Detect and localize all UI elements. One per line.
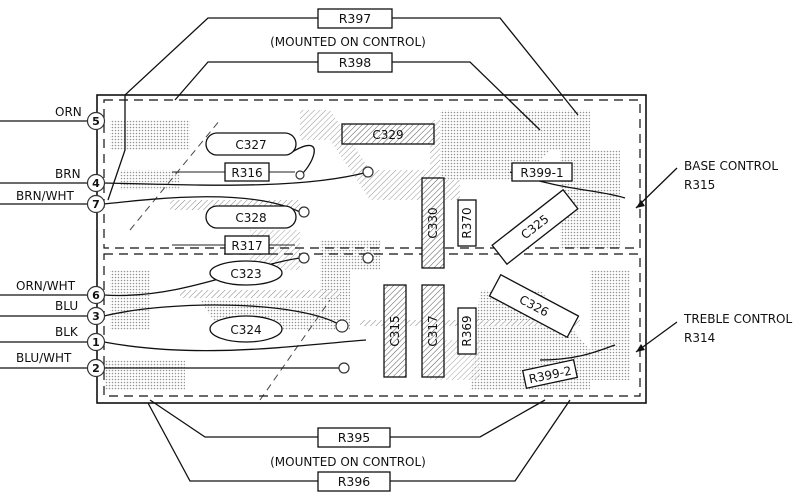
treble-control-outline [103, 253, 641, 397]
wire-label-orn: ORN [55, 105, 82, 119]
r317-label: R317 [231, 239, 262, 253]
capacitor-c327: C327 [205, 132, 297, 156]
pin-7: 7 [92, 198, 100, 211]
r370-label: R370 [460, 207, 474, 238]
wire-label-blu-wht: BLU/WHT [16, 351, 72, 365]
c330-label: C330 [426, 207, 440, 238]
resistor-r369: R369 [457, 307, 477, 355]
capacitor-c325: C325 [491, 188, 579, 266]
capacitor-c328: C328 [205, 205, 297, 229]
external-resistor-leads [107, 17, 579, 482]
mounted-note-bottom: (MOUNTED ON CONTROL) [270, 455, 426, 469]
wire-7: BRN/WHT 7 [16, 189, 106, 214]
wire-3: BLU 3 [55, 299, 106, 326]
c329-label: C329 [372, 128, 403, 142]
capacitor-c315: C315 [383, 284, 407, 378]
wire-4: BRN 4 [55, 167, 106, 193]
resistor-r398: R398 [317, 52, 393, 73]
resistor-r395: R395 [317, 427, 391, 448]
base-control-outline [103, 99, 641, 249]
r316-label: R316 [231, 166, 262, 180]
c328-label: C328 [235, 211, 266, 225]
solder-pads [295, 166, 374, 374]
wire-5: ORN 5 [55, 105, 106, 131]
wire-label-blk: BLK [55, 325, 79, 339]
resistor-r397: R397 [317, 8, 393, 29]
resistor-r399-1: R399-1 [511, 162, 573, 182]
resistor-r317: R317 [172, 235, 295, 255]
c324-label: C324 [230, 323, 261, 337]
wire-label-brn-wht: BRN/WHT [16, 189, 74, 203]
pin-5: 5 [92, 115, 100, 128]
resistor-r370: R370 [457, 199, 477, 247]
resistor-r399-2: R399-2 [521, 359, 579, 389]
capacitor-c329: C329 [341, 123, 435, 145]
wire-2: BLU/WHT 2 [16, 351, 106, 378]
mounted-note-top: (MOUNTED ON CONTROL) [270, 35, 426, 49]
r397-label: R397 [339, 11, 372, 26]
capacitor-c317: C317 [421, 284, 445, 378]
pin-2: 2 [92, 362, 100, 375]
c323-label: C323 [230, 267, 261, 281]
base-control-ref: R315 [684, 178, 715, 192]
pin-3: 3 [92, 310, 100, 323]
c315-label: C315 [388, 315, 402, 346]
pin-4: 4 [92, 177, 100, 190]
treble-control-callout: TREBLE CONTROL R314 [635, 312, 792, 353]
treble-control-ref: R314 [684, 331, 715, 345]
wire-1: BLK 1 [55, 325, 106, 352]
r398-label: R398 [339, 55, 372, 70]
pin-1: 1 [92, 336, 100, 349]
wire-harness [0, 120, 626, 369]
base-control-callout: BASE CONTROL R315 [635, 159, 778, 209]
wire-6: ORN/WHT 6 [16, 279, 106, 305]
treble-control-label: TREBLE CONTROL [683, 312, 792, 326]
capacitor-c323: C323 [209, 260, 283, 286]
c317-label: C317 [426, 315, 440, 346]
base-control-label: BASE CONTROL [684, 159, 778, 173]
c327-label: C327 [235, 138, 266, 152]
r369-label: R369 [460, 315, 474, 346]
resistor-r316: R316 [172, 162, 295, 182]
pin-6: 6 [92, 289, 100, 302]
resistor-r396: R396 [317, 471, 391, 492]
r399-1-label: R399-1 [520, 166, 563, 180]
r395-label: R395 [338, 430, 371, 445]
capacitor-c330: C330 [421, 177, 445, 269]
wire-label-orn-wht: ORN/WHT [16, 279, 76, 293]
wire-label-brn: BRN [55, 167, 81, 181]
r396-label: R396 [338, 474, 371, 489]
capacitor-c324: C324 [209, 315, 283, 343]
wire-label-blu: BLU [55, 299, 78, 313]
